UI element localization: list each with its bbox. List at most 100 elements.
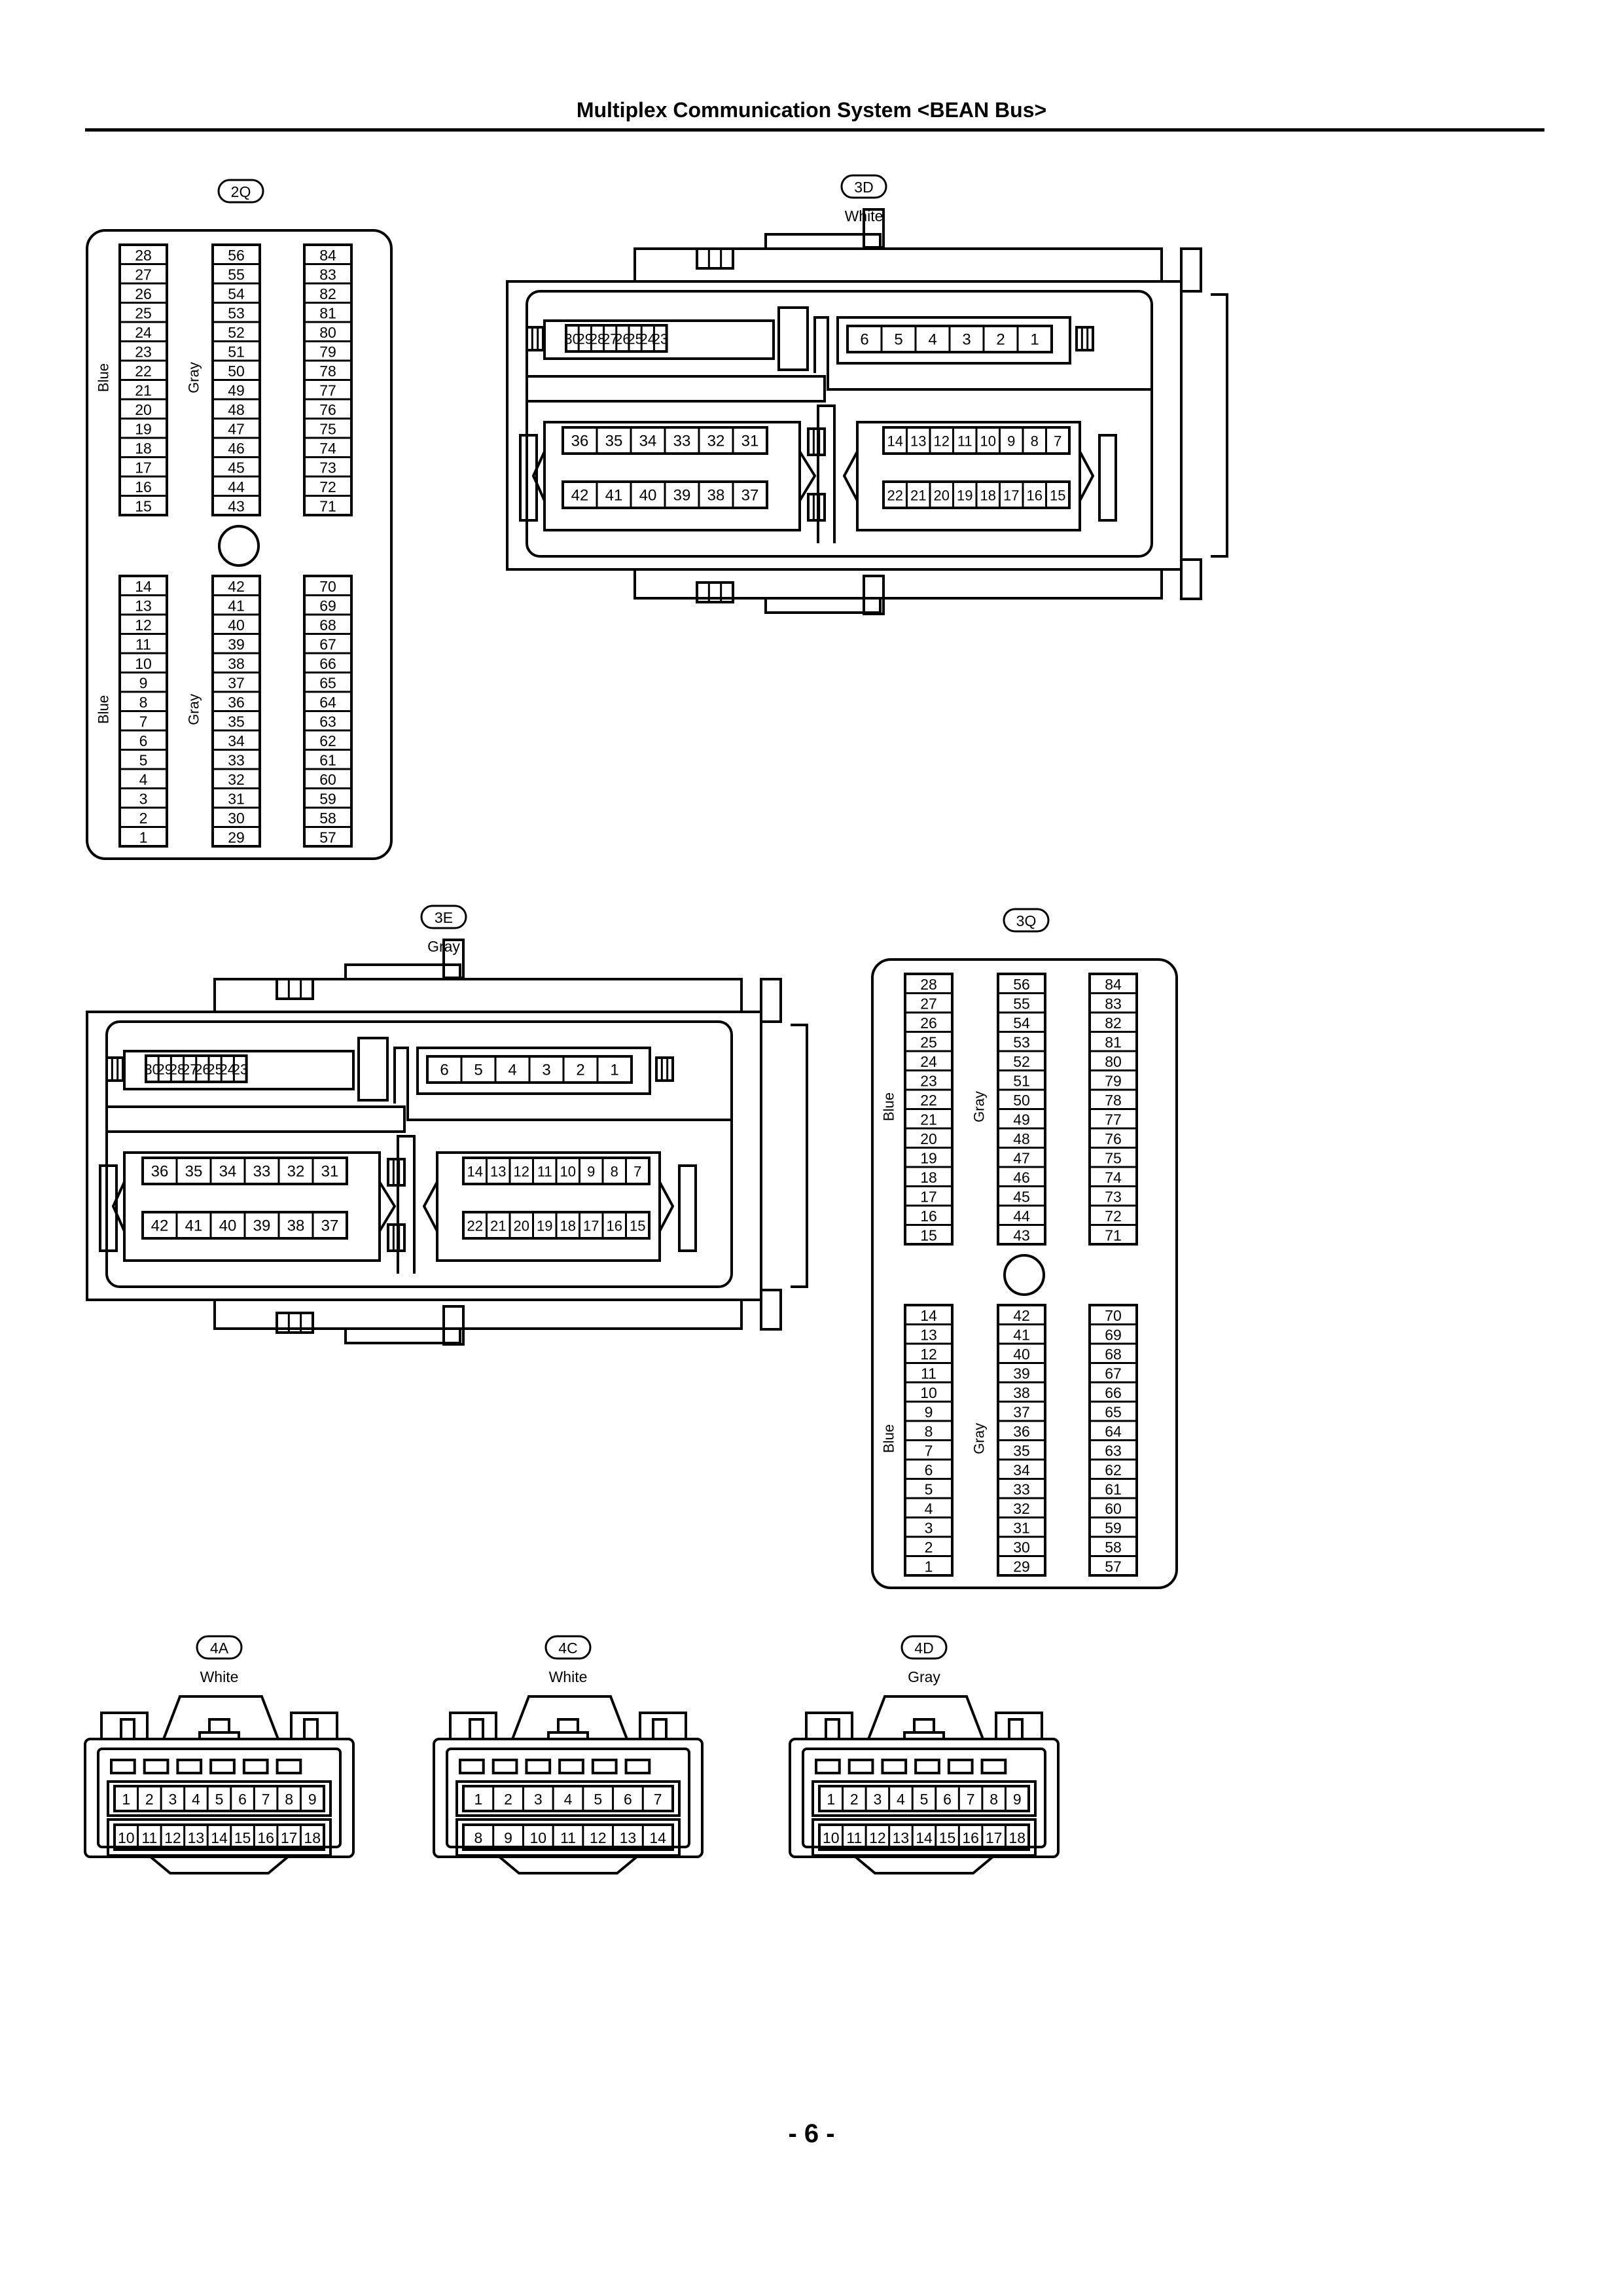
pin-10: 10 — [118, 1829, 135, 1846]
outline — [818, 1823, 1030, 1851]
outline — [777, 306, 809, 371]
pin-34: 34 — [639, 433, 657, 450]
outline — [344, 1327, 461, 1344]
pin-10: 10 — [980, 433, 996, 450]
pin-58: 58 — [1105, 1539, 1122, 1556]
outline — [867, 1695, 984, 1740]
outline — [519, 434, 538, 522]
pin-35: 35 — [185, 1163, 203, 1181]
pin-5: 5 — [894, 331, 902, 349]
pin-79: 79 — [1105, 1072, 1122, 1089]
pin-41: 41 — [605, 487, 623, 505]
pin-13: 13 — [920, 1326, 937, 1343]
pin-14: 14 — [887, 433, 903, 450]
outline — [436, 1151, 661, 1262]
pin-54: 54 — [1013, 1014, 1030, 1031]
pin-40: 40 — [1013, 1346, 1030, 1363]
pin-74: 74 — [319, 440, 336, 457]
pin-83: 83 — [319, 266, 336, 283]
pin-38: 38 — [1013, 1384, 1030, 1401]
pin-11: 11 — [846, 1829, 862, 1846]
outline — [113, 1785, 325, 1812]
connector-code: 4A — [210, 1640, 229, 1657]
pin-27: 27 — [135, 266, 152, 283]
outline — [99, 1164, 118, 1252]
outline — [498, 1856, 638, 1874]
pin-57: 57 — [319, 829, 336, 846]
pin-21: 21 — [490, 1218, 506, 1234]
pin-23: 23 — [232, 1062, 248, 1078]
outline — [387, 1223, 406, 1252]
connector-housing — [871, 958, 1178, 1589]
outline — [143, 1759, 169, 1774]
pin-32: 32 — [707, 433, 725, 450]
outline — [107, 1780, 332, 1817]
pin-6: 6 — [860, 331, 868, 349]
pin-30: 30 — [228, 810, 245, 827]
outline — [442, 939, 465, 979]
outline — [459, 1759, 485, 1774]
outline — [655, 1056, 674, 1082]
outline — [213, 978, 743, 1012]
connector-2Q: 2Q28272625242322212019181716151413121110… — [86, 179, 393, 860]
pin-9: 9 — [1013, 1791, 1022, 1808]
pin-34: 34 — [219, 1163, 237, 1181]
connector-code-badge — [901, 1635, 948, 1660]
pin-43: 43 — [228, 497, 245, 514]
pin-35: 35 — [1013, 1442, 1030, 1459]
inner-housing — [105, 1020, 733, 1288]
keying-hole — [1003, 1254, 1045, 1296]
pin-14: 14 — [916, 1829, 933, 1846]
pin-38: 38 — [707, 487, 725, 505]
pin-50: 50 — [1013, 1092, 1030, 1109]
pin-8: 8 — [139, 694, 148, 711]
outline — [633, 569, 1163, 600]
pin-9: 9 — [308, 1791, 317, 1808]
pin-64: 64 — [319, 694, 336, 711]
pin-47: 47 — [228, 420, 245, 437]
pin-18: 18 — [980, 488, 996, 504]
connector-code-badge — [840, 174, 887, 199]
outline — [276, 1312, 314, 1334]
pin-46: 46 — [228, 440, 245, 457]
pin-66: 66 — [1105, 1384, 1122, 1401]
outline — [854, 1856, 994, 1874]
pin-80: 80 — [1105, 1053, 1122, 1070]
pin-61: 61 — [1105, 1480, 1122, 1498]
pin-63: 63 — [319, 713, 336, 730]
pin-22: 22 — [135, 363, 152, 380]
outline — [863, 575, 885, 615]
pin-56: 56 — [228, 247, 245, 264]
outline — [543, 421, 801, 531]
inner-housing — [802, 1748, 1046, 1848]
pin-39: 39 — [673, 487, 691, 505]
outline — [416, 1047, 651, 1095]
pin-17: 17 — [920, 1188, 937, 1205]
outline — [557, 1718, 579, 1734]
pin-49: 49 — [228, 382, 245, 399]
pin-20: 20 — [934, 488, 950, 504]
pin-3: 3 — [873, 1791, 882, 1808]
pin-24: 24 — [135, 324, 152, 341]
outline — [469, 1718, 484, 1740]
pin-21: 21 — [910, 488, 926, 504]
wire-color-label: Gray — [186, 694, 202, 725]
connector-code: 3E — [435, 909, 453, 926]
pin-25: 25 — [135, 304, 152, 321]
pin-36: 36 — [571, 433, 589, 450]
pin-40: 40 — [228, 617, 245, 634]
outline — [276, 1759, 302, 1774]
pin-20: 20 — [514, 1218, 529, 1234]
outline — [913, 1718, 935, 1734]
pin-26: 26 — [135, 285, 152, 302]
